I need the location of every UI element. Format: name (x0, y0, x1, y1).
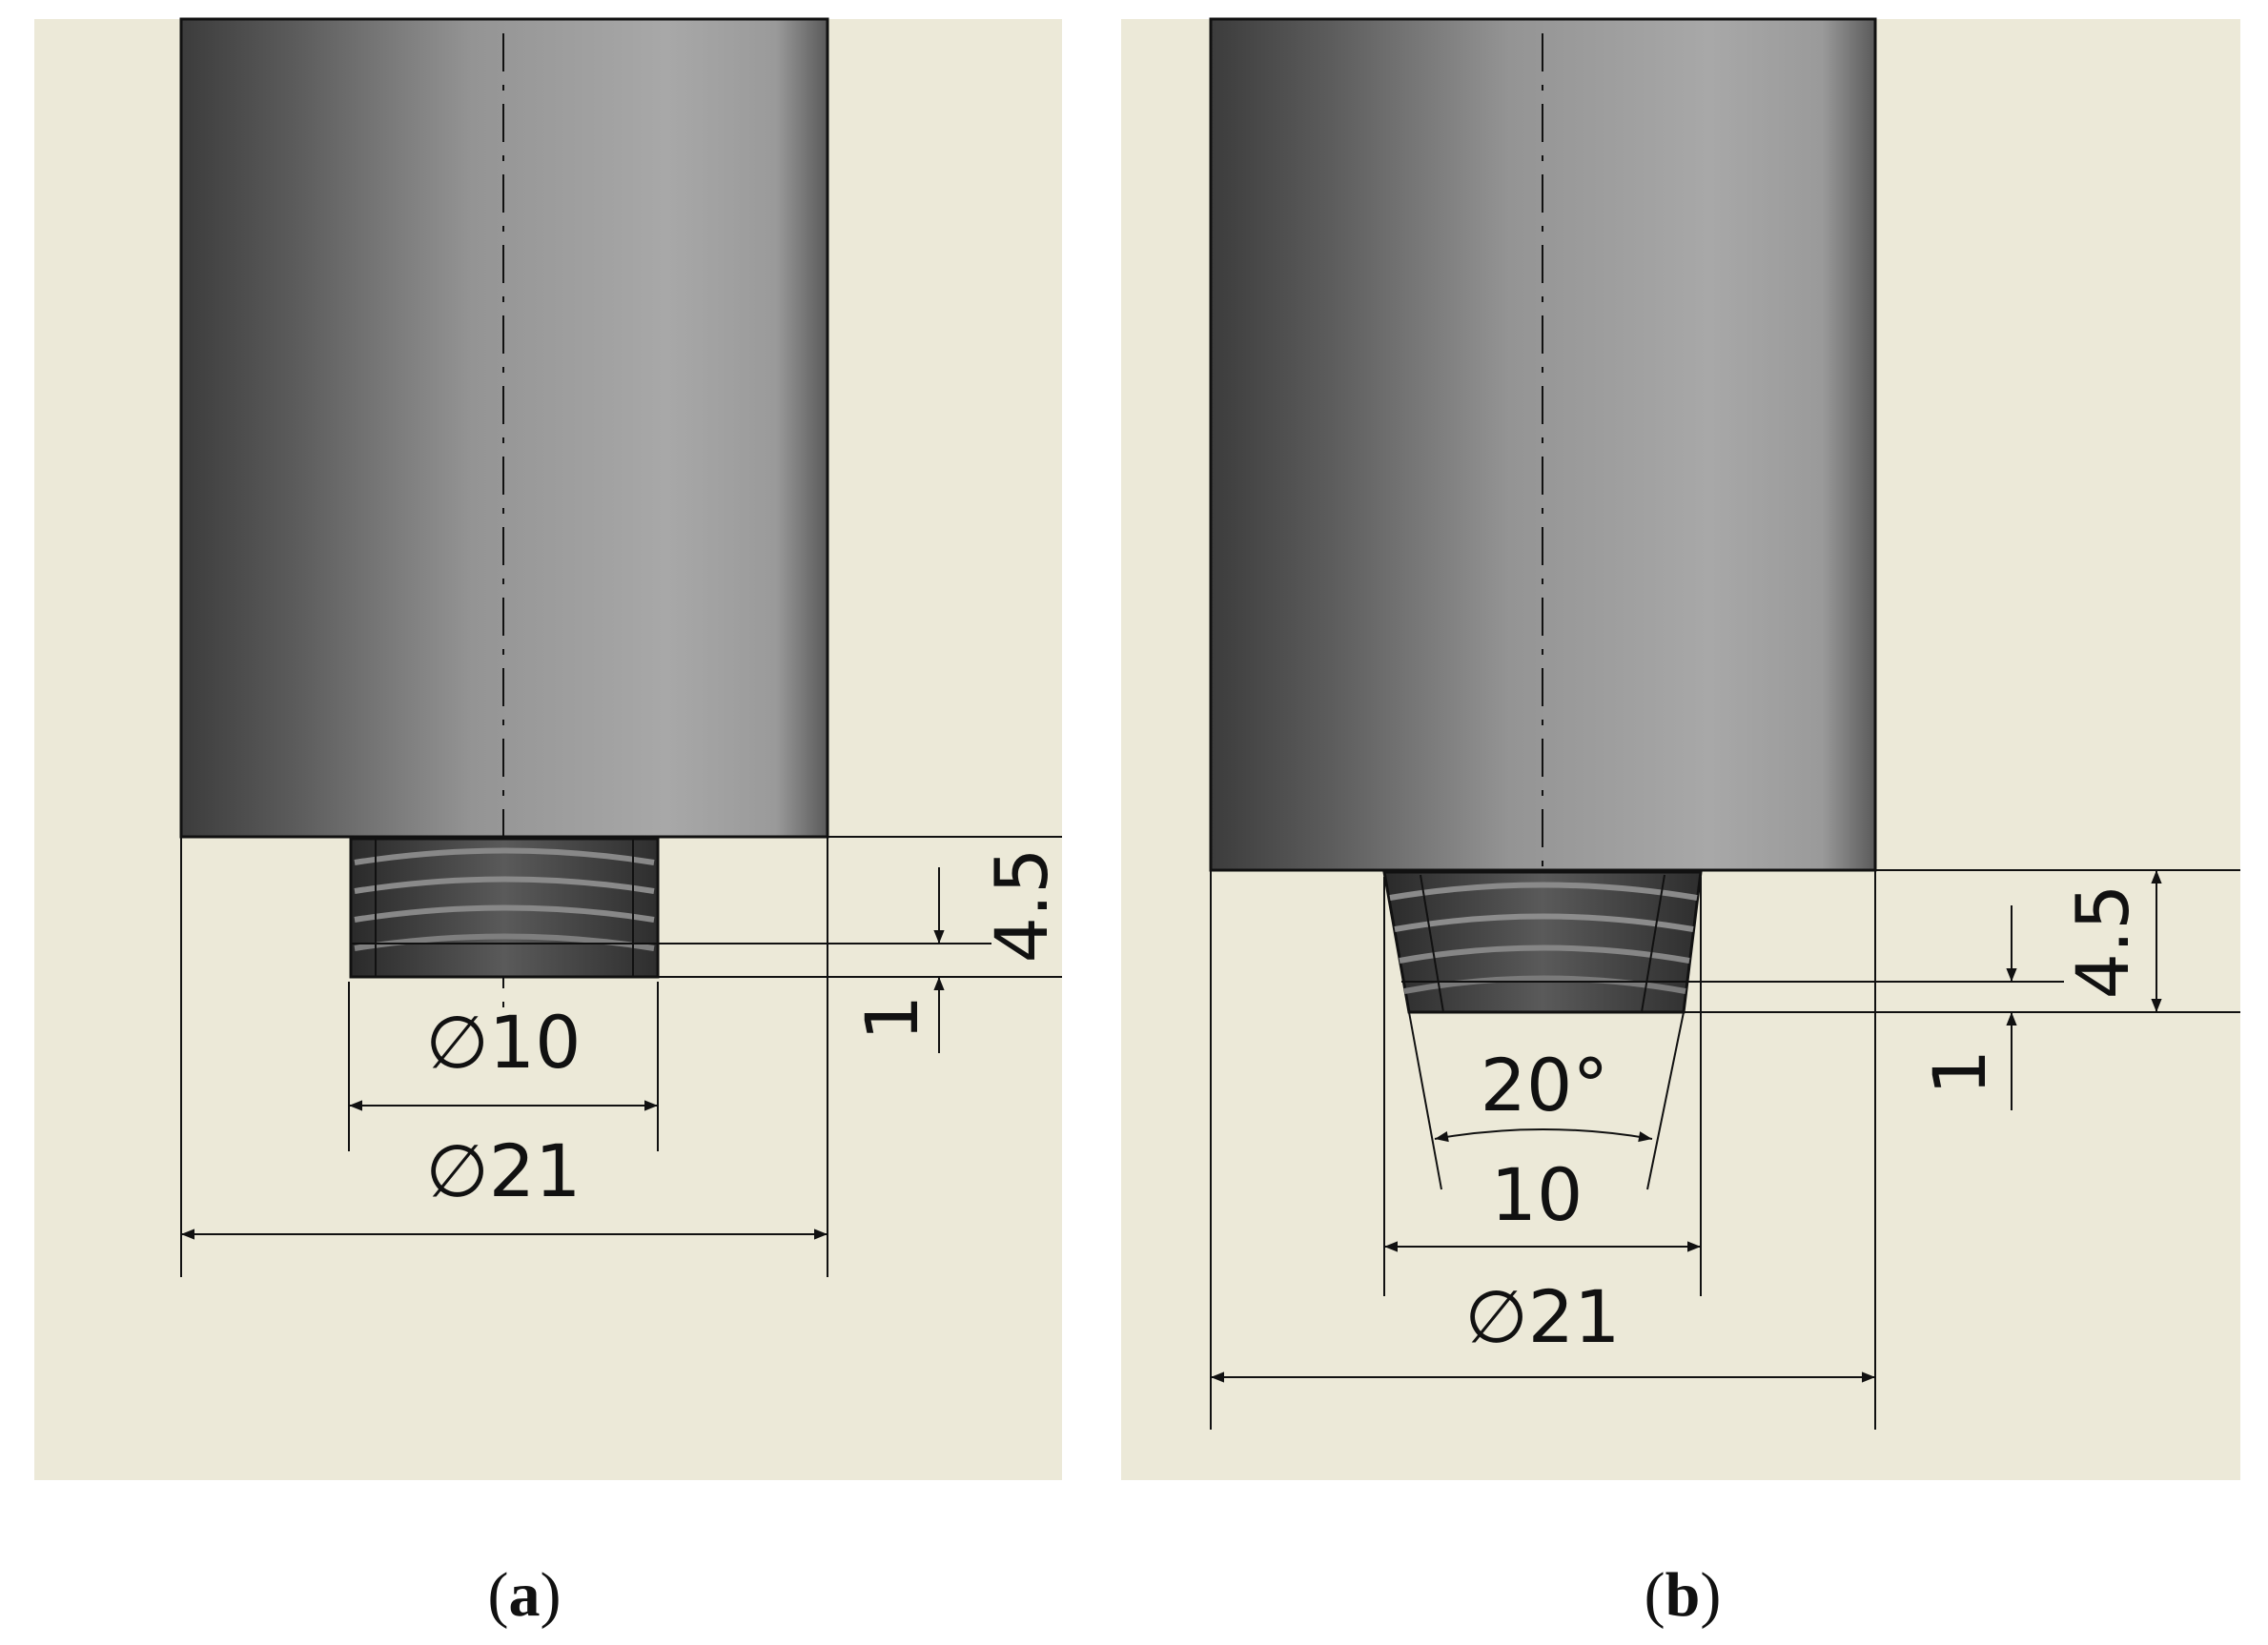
panel-a-label-1: 1 (849, 995, 934, 1041)
panel-b-extension-lines (1210, 869, 2240, 1430)
panel-b-cone-line-left (1408, 1011, 1442, 1190)
panel-a-label-d21: ∅21 (426, 1128, 582, 1213)
panel-a-label-d10: ∅10 (426, 1000, 582, 1085)
caption-b: (b) (1645, 1560, 1722, 1630)
panel-b-label-4-5: 4.5 (2060, 884, 2145, 1000)
panel-a-extension-lines (180, 836, 1062, 1277)
panel-a-thread (349, 837, 660, 979)
panel-b-cone-line-right (1646, 1011, 1685, 1190)
panel-b-label-d21: ∅21 (1465, 1274, 1621, 1359)
caption-a: (a) (488, 1560, 562, 1630)
panel-b-tapered-thread (1382, 870, 1703, 1014)
panel-b-label-10: 10 (1491, 1152, 1584, 1237)
panel-a: ∅10 ∅21 4.5 1 (34, 17, 1064, 1480)
panel-b-label-20deg: 20° (1481, 1043, 1609, 1127)
panel-b-label-1: 1 (1917, 1049, 2002, 1095)
panel-b: 20° 10 ∅21 4.5 1 (1121, 17, 2240, 1480)
panel-a-label-4-5: 4.5 (979, 848, 1064, 964)
panel-b-angle-arc (1434, 1128, 1653, 1143)
